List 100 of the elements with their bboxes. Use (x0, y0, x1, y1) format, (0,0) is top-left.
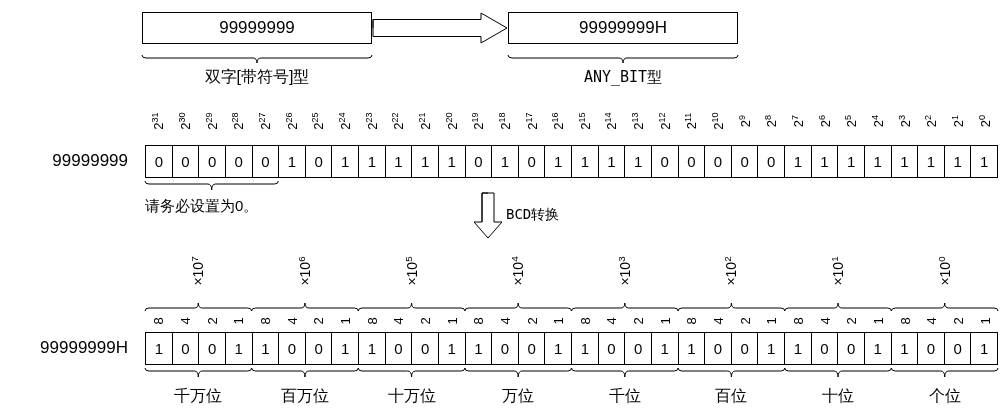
bit-cell: 0 (625, 333, 652, 364)
bit-cell: 1 (678, 333, 706, 364)
bcd-weight: 2 (525, 317, 538, 325)
bit-cell: 0 (146, 146, 173, 177)
digit-name: 千万位 (174, 388, 223, 404)
digit-name: 万位 (502, 388, 535, 404)
bit-cell: 0 (811, 333, 839, 364)
edge-label: BCD转换 (506, 207, 560, 221)
bit-cell: 1 (332, 146, 359, 177)
bit-cell: 0 (918, 333, 945, 364)
bit-cell: 1 (252, 333, 280, 364)
bit-cell: 0 (412, 333, 439, 364)
bcd-weight: 1 (338, 317, 352, 325)
bit-cell: 1 (225, 333, 253, 364)
bit-cell: 1 (438, 146, 466, 177)
bit-cell: 1 (332, 333, 359, 364)
bit-cell: 1 (651, 333, 679, 364)
bcd-weight: 4 (818, 317, 832, 325)
value-box (508, 12, 738, 44)
bit-cell: 1 (279, 146, 306, 177)
bcd-weight: 4 (285, 317, 299, 325)
bit-cell: 0 (199, 146, 226, 177)
bcd-weight: 1 (231, 317, 245, 325)
bit-cell: 1 (545, 146, 572, 177)
bit-cell: 1 (359, 146, 386, 177)
bit-cell: 0 (651, 146, 679, 177)
bit-cell: 0 (731, 146, 759, 177)
bit-cell: 1 (412, 146, 439, 177)
bit-cell: 0 (731, 333, 759, 364)
bit-cell: 1 (918, 146, 945, 177)
bcd-weight: 2 (951, 317, 965, 325)
bit-cell: 0 (838, 333, 865, 364)
bit-cell: 0 (944, 333, 972, 364)
bit-cell: 0 (705, 333, 732, 364)
bcd-weight: 8 (578, 317, 592, 325)
bit-cell: 1 (438, 333, 466, 364)
bcd-weight: 4 (391, 317, 405, 325)
bcd-weight: 8 (365, 317, 379, 325)
bcd-weight: 8 (151, 317, 165, 325)
value-text: 99999999H (579, 18, 667, 38)
bcd-weight: 2 (311, 317, 325, 325)
bit-cell: 1 (891, 333, 919, 364)
bit-cell: 0 (492, 333, 519, 364)
bcd-weight: 8 (684, 317, 698, 325)
bit-cell: 0 (705, 146, 732, 177)
bcd-weight: 4 (605, 317, 618, 325)
bit-cell: 0 (678, 146, 706, 177)
bit-cell: 1 (864, 146, 892, 177)
bit-cell: 1 (465, 333, 493, 364)
bit-cell: 1 (625, 146, 652, 177)
bcd-weight: 8 (471, 317, 485, 325)
bcd-weight: 1 (445, 317, 459, 325)
bit-cell: 0 (385, 333, 413, 364)
bit-cell: 1 (359, 333, 386, 364)
digit-name: 百位 (715, 388, 748, 404)
bit-cell: 0 (305, 146, 333, 177)
value-text: 99999999 (219, 18, 295, 38)
row-label: 99999999 (52, 152, 128, 169)
digit-name: 千位 (608, 388, 641, 404)
bit-cell: 1 (864, 333, 892, 364)
bit-cell: 1 (944, 146, 972, 177)
bcd-weight: 8 (791, 317, 805, 325)
type-caption: 双字[带符号]型 (204, 69, 310, 85)
bit-cell: 1 (811, 146, 839, 177)
bit-cell: 1 (572, 146, 599, 177)
digit-name: 十位 (822, 388, 855, 404)
note-text: 请务必设置为0。 (145, 198, 259, 213)
bcd-weight: 4 (498, 317, 512, 325)
digit-name: 百万位 (280, 388, 329, 404)
bcd-weight: 2 (418, 317, 432, 325)
bcd-weight: 2 (205, 317, 219, 325)
bit-cell: 0 (279, 333, 306, 364)
bit-cell: 0 (518, 146, 546, 177)
type-caption: ANY_BIT型 (583, 69, 663, 85)
bit-cell: 0 (225, 146, 253, 177)
bcd-weight: 4 (178, 317, 192, 325)
value-box (142, 12, 372, 44)
bcd-weight: 1 (764, 317, 778, 325)
bit-cell: 1 (971, 333, 998, 364)
bit-cell: 1 (758, 333, 785, 364)
bcd-weight: 1 (871, 317, 885, 325)
bcd-weight: 8 (898, 317, 912, 325)
bit-cell: 1 (891, 146, 919, 177)
digit-name: 个位 (928, 388, 961, 404)
bit-cell: 0 (252, 146, 280, 177)
bit-cell: 0 (518, 333, 546, 364)
row-label: 99999999H (40, 339, 128, 356)
digit-name: 十万位 (387, 388, 436, 404)
bcd-weight: 4 (924, 317, 938, 325)
bit-cell: 0 (758, 146, 785, 177)
bit-cell: 1 (385, 146, 413, 177)
bcd-weight: 2 (844, 317, 858, 325)
bit-cell: 0 (465, 146, 493, 177)
bcd-weight: 1 (658, 317, 672, 325)
bcd-weight: 4 (711, 317, 725, 325)
bit-cell: 0 (172, 333, 200, 364)
bcd-weight: 2 (738, 317, 752, 325)
bit-cell: 1 (572, 333, 599, 364)
bit-cell: 1 (785, 146, 812, 177)
bit-cell: 1 (971, 146, 998, 177)
